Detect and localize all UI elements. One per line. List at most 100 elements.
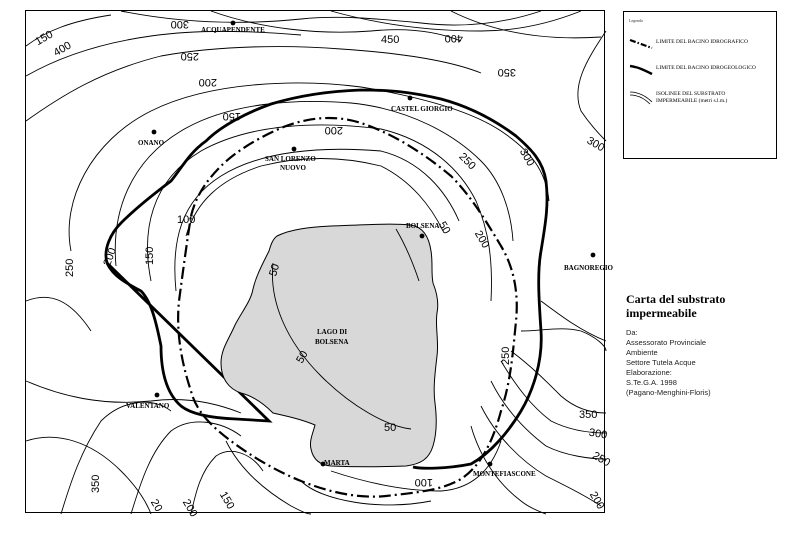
contour-label: 250: [590, 450, 612, 470]
isoline: [25, 30, 302, 77]
contour-label: 200: [325, 124, 343, 136]
isoline: [450, 10, 602, 39]
legend-label-hydrographic: LIMITE DEL BACINO IDROGRAFICO: [656, 39, 748, 45]
isoline: [25, 14, 112, 47]
isoline: [185, 158, 444, 237]
isoline: [25, 296, 92, 332]
caption-source-line: Ambiente: [626, 348, 658, 357]
contour-label: 300: [588, 427, 608, 442]
contour-label: 350: [498, 66, 516, 78]
isoline: [577, 30, 607, 142]
caption-source-line: Elaborazione:: [626, 368, 672, 377]
place-valentano: VALENTANO: [126, 402, 170, 410]
map-canvas: ACQUAPENDENTE CASTEL GIORGIO ONANO SAN L…: [25, 10, 614, 519]
lake-label-line1: LAGO DI: [317, 328, 347, 336]
caption-source-line: S.Te.G.A. 1998: [626, 378, 677, 387]
contour-label: 250: [181, 50, 199, 62]
isoline: [190, 451, 264, 515]
contour-label: 50: [384, 422, 396, 434]
contour-label: 300: [171, 18, 189, 30]
caption-source-line: Settore Tutela Acque: [626, 358, 696, 367]
isoline: [130, 421, 242, 515]
contour-label: 400: [445, 32, 463, 44]
caption-title-line2: impermeabile: [626, 306, 697, 320]
isoline: [68, 82, 550, 252]
dash-dot-line-icon: [629, 38, 653, 50]
isoline: [540, 300, 607, 342]
caption-source-line: Da:: [626, 328, 638, 337]
contour-label: 20: [148, 497, 165, 514]
place-nuovo: NUOVO: [280, 164, 306, 172]
isoline: [490, 380, 607, 460]
isoline: [225, 440, 312, 515]
contour-label: 200: [180, 497, 200, 519]
place-san-lorenzo: SAN LORENZO: [265, 155, 316, 163]
contour-label: 50: [436, 220, 453, 237]
legend-item-hydrogeological: LIMITE DEL BACINO IDROGEOLOGICO: [628, 62, 774, 82]
town-dot-bagnoregio: [590, 252, 596, 258]
legend-item-isolines: ISOLINEE DEL SUBSTRATO IMPERMEABILE (met…: [628, 88, 774, 112]
contour-label: 150: [217, 490, 237, 512]
lake-isoline-50: [271, 262, 412, 430]
contour-labels: 150 400 300 450 400 350 250 200 150 300 …: [33, 18, 612, 519]
contour-label: 250: [500, 347, 512, 365]
isoline-icon: [629, 91, 653, 105]
contour-label: 250: [456, 151, 477, 172]
isoline: [25, 380, 242, 414]
legend-label-isolines: ISOLINEE DEL SUBSTRATO IMPERMEABILE (met…: [656, 91, 727, 105]
place-castel-giorgio: CASTEL GIORGIO: [391, 105, 453, 113]
contour-label: 450: [381, 34, 399, 46]
contour-label: 350: [579, 409, 597, 421]
isoline: [510, 350, 607, 414]
hydrogeological-basin-boundary: [104, 88, 549, 470]
legend-label-isolines-line1: ISOLINEE DEL SUBSTRATO: [656, 91, 726, 97]
contour-label: 150: [223, 110, 241, 122]
isoline: [210, 10, 462, 42]
contour-label: 200: [472, 229, 492, 251]
contour-label: 100: [177, 214, 195, 226]
contour-label: 350: [90, 475, 102, 493]
isoline: [25, 436, 152, 515]
contour-label: 100: [415, 476, 433, 488]
contour-label: 50: [294, 349, 311, 366]
isoline: [470, 425, 547, 515]
legend-label-hydrogeological: LIMITE DEL BACINO IDROGEOLOGICO: [656, 65, 756, 71]
town-dot-acquapendente: [230, 20, 236, 26]
contour-label: 200: [199, 76, 217, 88]
contour-label: 50: [267, 263, 282, 278]
town-dot-onano: [151, 129, 157, 135]
town-dots: [151, 20, 596, 467]
town-dot-marta: [320, 461, 326, 467]
isoline: [520, 328, 607, 352]
caption-source: Da: Assessorato Provinciale Ambiente Set…: [626, 328, 786, 398]
place-marta: MARTA: [324, 459, 350, 467]
isoline: [480, 405, 602, 507]
isoline: [300, 480, 432, 506]
legend-box: Legenda LIMITE DEL BACINO IDROGRAFICO LI…: [623, 11, 777, 159]
map-frame: ACQUAPENDENTE CASTEL GIORGIO ONANO SAN L…: [25, 10, 614, 519]
contour-label: 250: [64, 259, 76, 277]
isoline: [120, 10, 542, 26]
contour-label: 200: [101, 246, 119, 267]
place-onano: ONANO: [138, 139, 165, 147]
lake-bolsena: [220, 223, 439, 468]
contour-label: 150: [144, 247, 156, 265]
contour-label: 400: [52, 39, 74, 59]
town-dot-bolsena: [419, 233, 425, 239]
legend-label-isolines-line2: IMPERMEABILE (metri s.l.m.): [656, 98, 728, 104]
isoline: [60, 401, 172, 515]
lake-label-line2: BOLSENA: [315, 338, 348, 346]
isoline: [25, 46, 482, 122]
caption-title-line1: Carta del substrato: [626, 292, 726, 306]
lake-isoline-50b: [395, 228, 420, 282]
town-dot-montefiascone: [487, 461, 493, 467]
caption-source-line: Assessorato Provinciale: [626, 338, 707, 347]
town-dot-valentano: [154, 392, 160, 398]
contour-label: 300: [517, 147, 537, 169]
isoline: [174, 148, 460, 292]
isoline: [330, 10, 582, 32]
legend-title: Legenda: [629, 18, 643, 23]
map-caption: Carta del substrato impermeabile Da: Ass…: [626, 292, 786, 398]
hydrographic-basin-boundary: [177, 116, 518, 498]
isoline: [114, 101, 514, 267]
